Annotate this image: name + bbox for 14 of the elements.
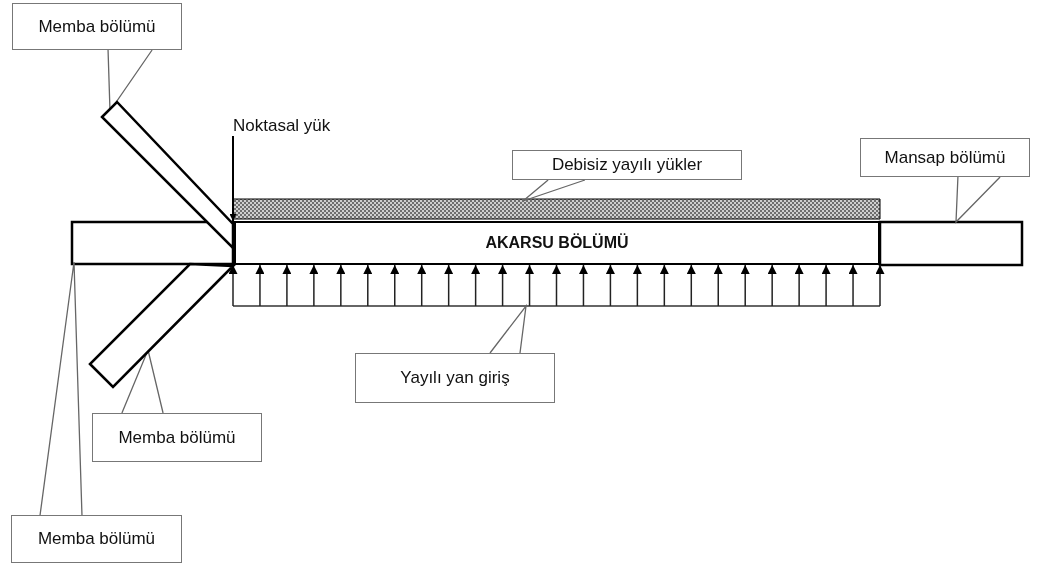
callout-box: Yayılı yan giriş xyxy=(355,353,555,403)
main-channel: AKARSU BÖLÜMÜ xyxy=(233,221,880,265)
callout-box: Debisiz yayılı yükler xyxy=(512,150,742,180)
load-arrow xyxy=(229,135,237,222)
callout-box: Memba bölümü xyxy=(12,3,182,50)
callout-box: Mansap bölümü xyxy=(860,138,1030,177)
load-label: Noktasal yük xyxy=(233,116,331,136)
tributary-channel xyxy=(102,102,233,248)
leader-line xyxy=(39,261,83,516)
leader-line xyxy=(489,303,527,354)
distributed-load-band xyxy=(233,199,880,219)
tributary-channel xyxy=(90,264,233,387)
callout-box: Memba bölümü xyxy=(92,413,262,462)
callout-box: Memba bölümü xyxy=(11,515,182,563)
